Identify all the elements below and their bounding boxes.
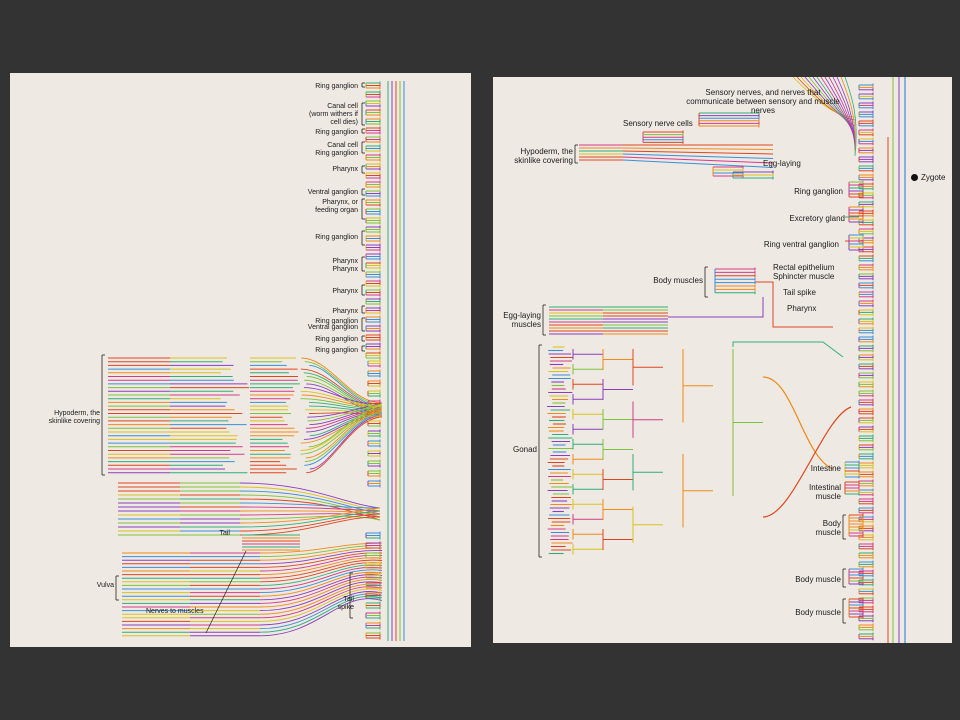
lineage-branch [622,156,774,164]
label-ring-ganglion-4: Ring ganglion [315,234,358,241]
label-zygote: Zygote [921,173,946,182]
lineage-connector [305,408,383,459]
label-intestine: Intestine [810,464,841,473]
label-pharynx-5: Pharynx [332,308,358,315]
lineage-connector [836,77,856,151]
lineage-connector [755,281,833,328]
lineage-connector [239,498,381,521]
lineage-connector [844,77,857,157]
lineage-connector [796,77,856,121]
lineage-panel-left: Ring ganglion Canal cell (worm withers i… [10,73,471,647]
label-canal-cell-2: Canal cell [327,142,358,149]
lineage-connector [732,341,844,358]
lineage-branch [622,153,774,159]
lineage-connector [306,416,383,474]
label-vulva: Vulva [96,582,114,589]
label-egg-laying: Egg-laying [763,159,801,168]
label-egg-laying-muscles: Egg-laying muscles [503,311,541,329]
label-ring-ganglion-2: Ring ganglion [315,129,358,136]
lineage-connector [259,586,383,619]
lineage-connector [259,581,383,612]
label-ring-ganglion-1: Ring ganglion [315,83,358,90]
lineage-connector [762,406,852,518]
label-body-muscle-2: Body muscle [795,575,841,584]
lineage-connector [259,595,383,633]
lineage-connector [259,574,383,601]
lineage-connector [239,513,381,532]
label-pharynx-right: Pharynx [787,304,817,313]
lineage-connector [239,515,381,521]
label-pharynx-3: Pharynx [332,266,358,273]
lineage-tree-right [538,77,906,643]
lineage-connector [307,402,383,418]
label-body-muscles: Body muscles [653,276,703,285]
label-canal-cell-1: Canal cell [327,103,358,110]
label-ring-ventral-ganglion: Ring ventral ganglion [763,240,839,249]
label-hypoderm-right: Hypoderm, the skinlike covering [514,147,573,165]
label-pharynx-feeding: Pharynx, or feeding organ [315,199,358,214]
lineage-connector [259,559,383,579]
lineage-branch [622,150,774,155]
lineage-connector [259,571,383,597]
label-sensory-nerves-header: Sensory nerves, and nerves that communic… [686,88,840,115]
lineage-connector [304,410,383,463]
lineage-connector [300,404,383,451]
lineage-connector [308,402,383,448]
lineage-connector [239,507,381,524]
lineage-connector [239,502,381,509]
label-gonad: Gonad [512,445,537,454]
lineage-connector [239,506,381,512]
label-body-muscle-1: Body muscle [815,519,841,537]
label-excretory-gland: Excretory gland [789,214,845,223]
lineage-branch [622,147,774,150]
lineage-connector [832,77,856,148]
label-hypoderm-left: Hypoderm, the skinlike covering [48,410,100,425]
label-tail-left: Tail [219,530,230,537]
lineage-connector [309,414,383,470]
label-canal-cell-note: (worm withers if cell dies) [308,111,358,126]
label-ventral-ganglion-1: Ventral ganglion [307,189,358,196]
label-ring-ganglion-right: Ring ganglion [794,187,843,196]
lineage-connector [800,77,856,124]
lineage-connector [259,578,383,608]
lineage-connector [668,297,764,318]
label-intestinal-muscle: Intestinal muscle [808,483,841,501]
lineage-connector [840,77,856,154]
label-pharynx-1: Pharynx [332,166,358,173]
lineage-connector [259,593,383,630]
lineage-connector [239,516,381,536]
lineage-connector [792,77,856,118]
label-pharynx-2: Pharynx [332,258,358,265]
lineage-panel-right: Sensory nerves, and nerves that communic… [493,77,952,643]
label-body-muscle-3: Body muscle [795,608,841,617]
lineage-connector [259,588,383,622]
lineage-connector [259,549,383,565]
lineage-connector [762,376,834,470]
zygote-dot-icon [911,174,918,181]
label-pharynx-4: Pharynx [332,288,358,295]
lineage-branch [205,550,247,634]
label-ventral-ganglion-2: Ventral ganglion [307,324,358,331]
label-ring-ganglion-7: Ring ganglion [315,347,358,354]
label-nerves-to-muscles: Nerves to muscles [146,608,204,615]
label-sensory-nerve-cells: Sensory nerve cells [623,119,693,128]
label-tail-spike-left: Tail spike [337,596,354,611]
lineage-connector [239,494,381,518]
lineage-connector [259,569,383,594]
label-ring-ganglion-3: Ring ganglion [315,150,358,157]
lineage-connector [259,576,383,604]
label-ring-ganglion-5: Ring ganglion [315,318,358,325]
label-ring-ganglion-6: Ring ganglion [315,336,358,343]
lineage-connector [239,510,381,528]
lineage-tree-left [101,81,405,641]
label-sphincter-muscle: Sphincter muscle [773,272,835,281]
lineage-connector [259,591,383,626]
label-rectal-epithelium: Rectal epithelium [773,263,835,272]
lineage-connector [259,598,383,637]
lineage-connector [239,482,381,509]
lineage-connector [239,513,381,518]
lineage-connector [259,583,383,615]
lineage-branch [622,159,774,168]
label-tail-spike-right: Tail spike [783,288,816,297]
